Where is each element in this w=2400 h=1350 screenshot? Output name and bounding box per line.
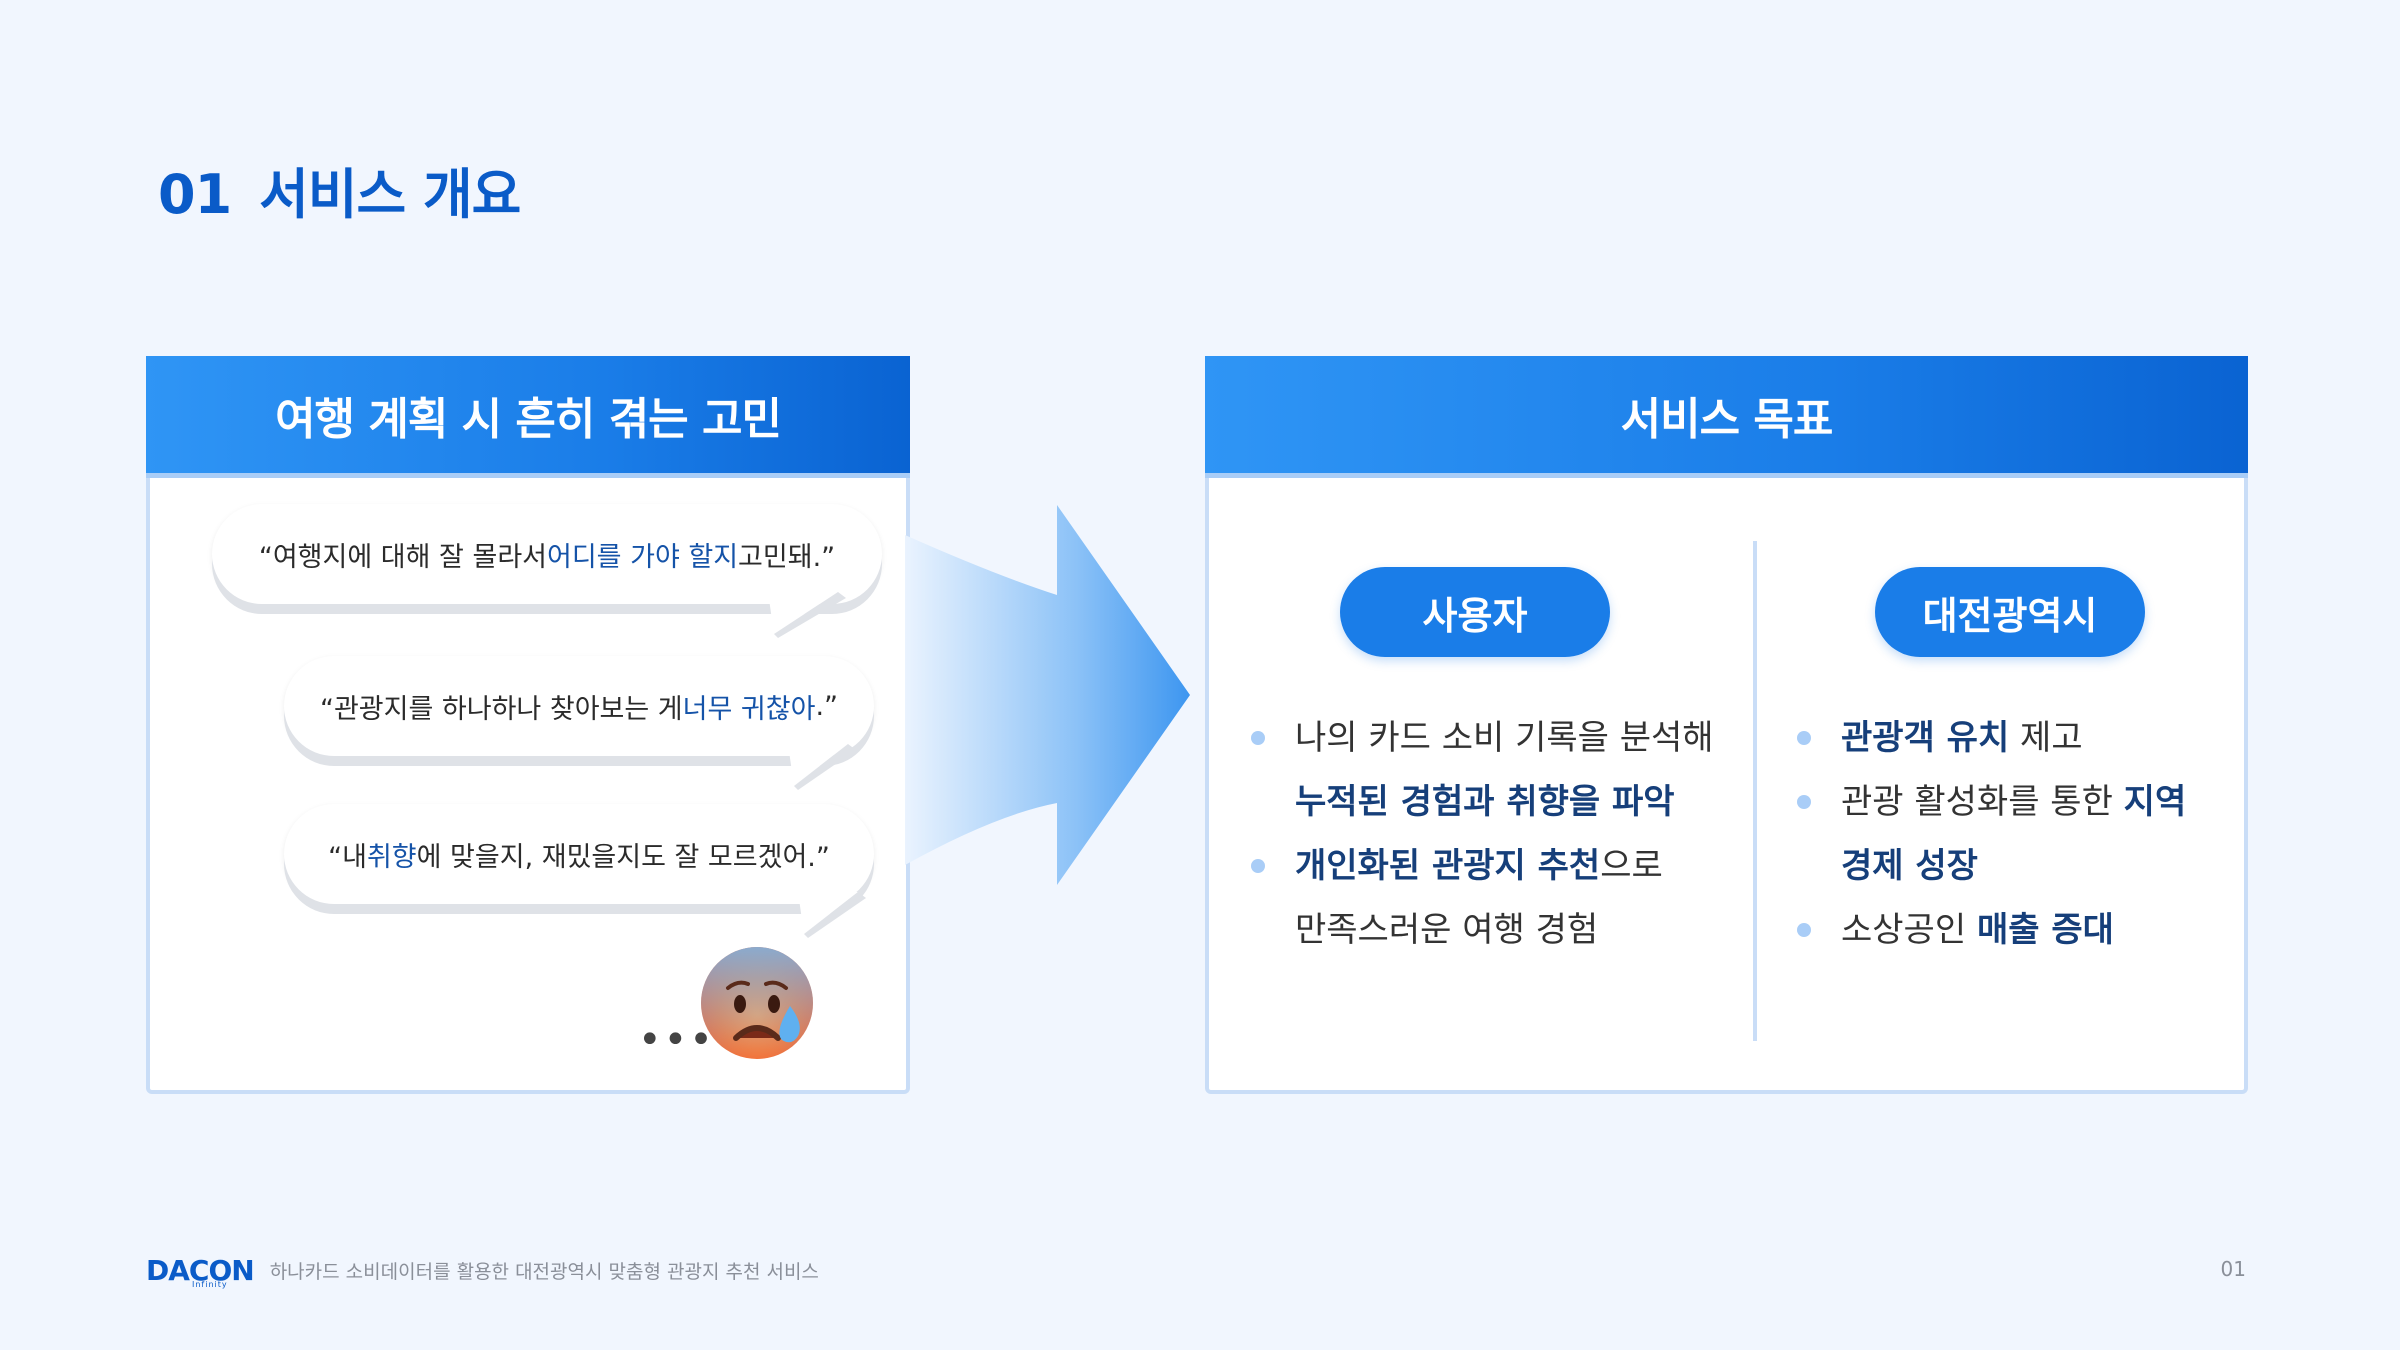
list-item-emphasis: 지역 [2123,782,2187,822]
list-item: 관광객 유치 제고 [1795,706,2235,770]
list-item-text: 관광 활성화를 통한 [1841,782,2124,822]
list-item-emphasis: 관광객 유치 [1841,718,2010,758]
bubble-text: “내 [328,841,367,873]
bullet-icon [1251,731,1265,745]
list-item: 개인화된 관광지 추천으로 만족스러운 여행 경험 [1249,834,1729,962]
bullet-icon [1797,923,1811,937]
user-pill: 사용자 [1340,567,1610,657]
list-item-text: 나의 카드 소비 기록을 분석해 [1295,718,1714,758]
list-item-text: 만족스러운 여행 경험 [1295,910,1599,950]
list-item-emphasis: 개인화된 관광지 추천 [1295,846,1601,886]
speech-bubble: “여행지에 대해 잘 몰라서 어디를 가야 할지 고민돼.” [212,504,882,638]
logo-subtext: Infinity [192,1280,228,1289]
list-item-emphasis: 누적된 경험과 취향을 파악 [1295,782,1675,822]
arrow-right-icon [905,505,1190,885]
list-item: 소상공인 매출 증대 [1795,898,2235,962]
list-item-text: 으로 [1600,846,1663,886]
speech-bubble: “관광지를 하나하나 찾아보는 게 너무 귀찮아.” [284,656,874,790]
bubble-tail-icon [788,744,856,790]
bubble-tail-icon [768,592,846,638]
logo-text: DACON [146,1254,255,1287]
concerns-card: 여행 계획 시 흔히 겪는 고민 “여행지에 대해 잘 몰라서 어디를 가야 할… [146,356,910,1094]
list-item: 관광 활성화를 통한 지역 경제 성장 [1795,770,2235,898]
city-pill: 대전광역시 [1875,567,2145,657]
bubble-text: “관광지를 하나하나 찾아보는 게 [319,693,683,725]
city-goals-list: 관광객 유치 제고 관광 활성화를 통한 지역 경제 성장 소상공인 매출 증대 [1795,706,2235,962]
section-heading: 서비스 개요 [259,163,521,226]
goals-card: 서비스 목표 사용자 대전광역시 나의 카드 소비 기록을 분석해 누적된 경험… [1205,356,2248,1094]
user-goals-list: 나의 카드 소비 기록을 분석해 누적된 경험과 취향을 파악 개인화된 관광지… [1249,706,1729,962]
concerns-card-title: 여행 계획 시 흔히 겪는 고민 [146,356,910,478]
bubble-text: 에 맞을지, 재밌을지도 잘 모르겠어.” [416,841,830,873]
page-number: 01 [2220,1257,2246,1281]
bubble-text: 고민돼.” [738,541,836,573]
footer-caption: 하나카드 소비데이터를 활용한 대전광역시 맞춤형 관광지 추천 서비스 [269,1261,819,1283]
section-number: 01 [158,163,232,226]
bubble-highlight: 너무 귀찮아 [682,693,816,725]
bubble-tail-icon [798,892,866,938]
anxious-face-with-sweat-icon [701,947,813,1059]
bullet-icon [1251,859,1265,873]
bubble-text: “여행지에 대해 잘 몰라서 [258,541,547,573]
section-title: 01 서비스 개요 [158,150,521,229]
bubble-highlight: 어디를 가야 할지 [547,541,739,573]
list-item-emphasis: 매출 증대 [1976,910,2114,950]
column-divider [1753,541,1757,1041]
list-item-text: 제고 [2009,718,2083,758]
dacon-logo: DACON Infinity [146,1254,255,1289]
bullet-icon [1797,731,1811,745]
list-item-text: 소상공인 [1841,910,1977,950]
list-item: 나의 카드 소비 기록을 분석해 누적된 경험과 취향을 파악 [1249,706,1729,834]
list-item-emphasis: 경제 성장 [1841,846,1978,886]
bubble-highlight: 취향 [366,841,417,873]
bubble-text: .” [815,690,839,722]
bullet-icon [1797,795,1811,809]
goals-card-title: 서비스 목표 [1205,356,2248,478]
footer: DACON Infinity 하나카드 소비데이터를 활용한 대전광역시 맞춤형… [146,1254,819,1289]
